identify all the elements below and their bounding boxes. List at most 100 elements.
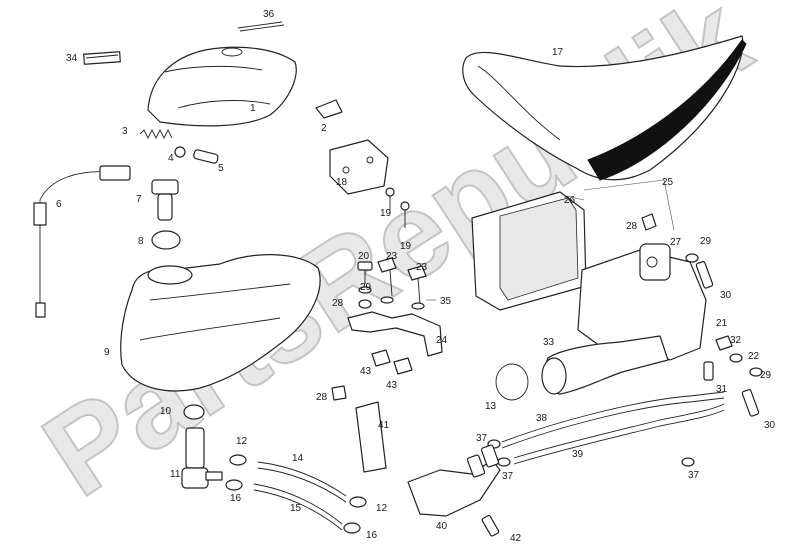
callout-label: 35 (440, 296, 452, 307)
part-screw (357, 261, 373, 284)
part-screw (385, 187, 395, 214)
part-washer (685, 253, 699, 263)
callout-label: 41 (378, 420, 390, 431)
callout-label: 28 (626, 221, 638, 232)
callout-label: 30 (720, 290, 732, 301)
callout-label: 17 (552, 47, 564, 58)
part-fuel-tank (120, 254, 321, 392)
callout-label: 19 (380, 208, 392, 219)
part-decal-36 (237, 21, 285, 32)
part-nut (174, 146, 186, 158)
part-fuel-cap (151, 179, 179, 221)
callout-label: 43 (360, 366, 372, 377)
part-vent-hose (501, 391, 725, 449)
part-washer (411, 302, 425, 310)
callout-label: 43 (386, 380, 398, 391)
part-coupling (407, 444, 501, 517)
part-clamp (349, 496, 367, 508)
part-clamp (497, 457, 511, 467)
callout-label: 30 (764, 420, 776, 431)
callout-label: 29 (360, 282, 372, 293)
part-bolt (703, 361, 714, 381)
part-tank-cover (147, 46, 297, 127)
callout-label: 34 (66, 53, 78, 64)
part-vent-hose (513, 403, 725, 465)
callout-label: 29 (760, 370, 772, 381)
callout-label: 5 (218, 163, 224, 174)
callout-label: 8 (138, 236, 144, 247)
callout-label: 36 (263, 9, 275, 20)
callout-label: 31 (716, 384, 728, 395)
part-ring-clip (495, 363, 529, 401)
callout-label: 18 (336, 177, 348, 188)
callout-label: 32 (730, 335, 742, 346)
callout-label: 11 (170, 469, 181, 480)
part-nut (331, 385, 347, 401)
part-fuel-tap (181, 427, 223, 489)
part-mounting-plate (347, 311, 443, 357)
part-seat (462, 35, 747, 181)
part-spring (139, 128, 173, 140)
part-washer (729, 353, 743, 363)
part-bolt (481, 514, 500, 537)
part-decal-34 (83, 51, 121, 65)
part-clamp (229, 454, 247, 466)
callout-label: 14 (292, 453, 304, 464)
callout-label: 33 (543, 337, 555, 348)
part-washer (183, 404, 205, 420)
part-clamp (343, 522, 361, 534)
callout-label: 20 (358, 251, 370, 262)
callout-label: 13 (485, 401, 497, 412)
part-clip (371, 349, 391, 367)
callout-label: 23 (416, 262, 428, 273)
part-fuel-hose (257, 461, 347, 503)
callout-label: 42 (510, 533, 522, 544)
part-clamp (681, 457, 695, 467)
callout-label: 27 (670, 237, 682, 248)
callout-label: 25 (662, 177, 674, 188)
callout-label: 16 (366, 530, 378, 541)
part-washer (358, 286, 372, 294)
callout-label: 21 (716, 318, 728, 329)
callout-labels: 1 2 3 4 5 6 7 8 9 10 11 12 12 13 14 15 1… (56, 9, 776, 544)
part-clamp (225, 479, 243, 491)
part-clip (393, 357, 413, 375)
callout-label: 1 (250, 103, 256, 114)
part-air-filter (471, 191, 587, 311)
callout-label: 16 (230, 493, 242, 504)
part-air-box (577, 243, 707, 361)
part-bracket-plate (355, 401, 387, 473)
callout-label: 2 (321, 123, 327, 134)
callout-label: 10 (160, 406, 172, 417)
callout-label: 37 (502, 471, 514, 482)
leader-lines (426, 179, 675, 301)
callout-label: 15 (290, 503, 302, 514)
callout-label: 3 (122, 126, 128, 137)
part-bolt (741, 389, 760, 417)
part-screw (400, 201, 410, 228)
part-gasket (151, 230, 181, 250)
callout-label: 26 (564, 195, 576, 206)
part-washer (749, 367, 763, 377)
part-clip (315, 99, 343, 119)
callout-label: 19 (400, 241, 412, 252)
callout-label: 29 (700, 236, 712, 247)
callout-label: 6 (56, 199, 62, 210)
part-clip (641, 213, 657, 231)
callout-label: 37 (476, 433, 488, 444)
part-fuel-hose (253, 483, 343, 531)
callout-label: 23 (386, 251, 398, 262)
part-bolt (193, 149, 219, 164)
part-bolt (695, 261, 714, 289)
part-clip (715, 335, 733, 351)
part-washer (380, 296, 394, 304)
callout-label: 28 (316, 392, 328, 403)
callout-label: 7 (136, 194, 142, 205)
part-fuel-sensor (33, 165, 131, 318)
callout-label: 40 (436, 521, 448, 532)
callout-label: 12 (376, 503, 388, 514)
callout-label: 37 (688, 470, 700, 481)
part-wing-screw (407, 265, 427, 305)
part-nut (358, 299, 372, 309)
